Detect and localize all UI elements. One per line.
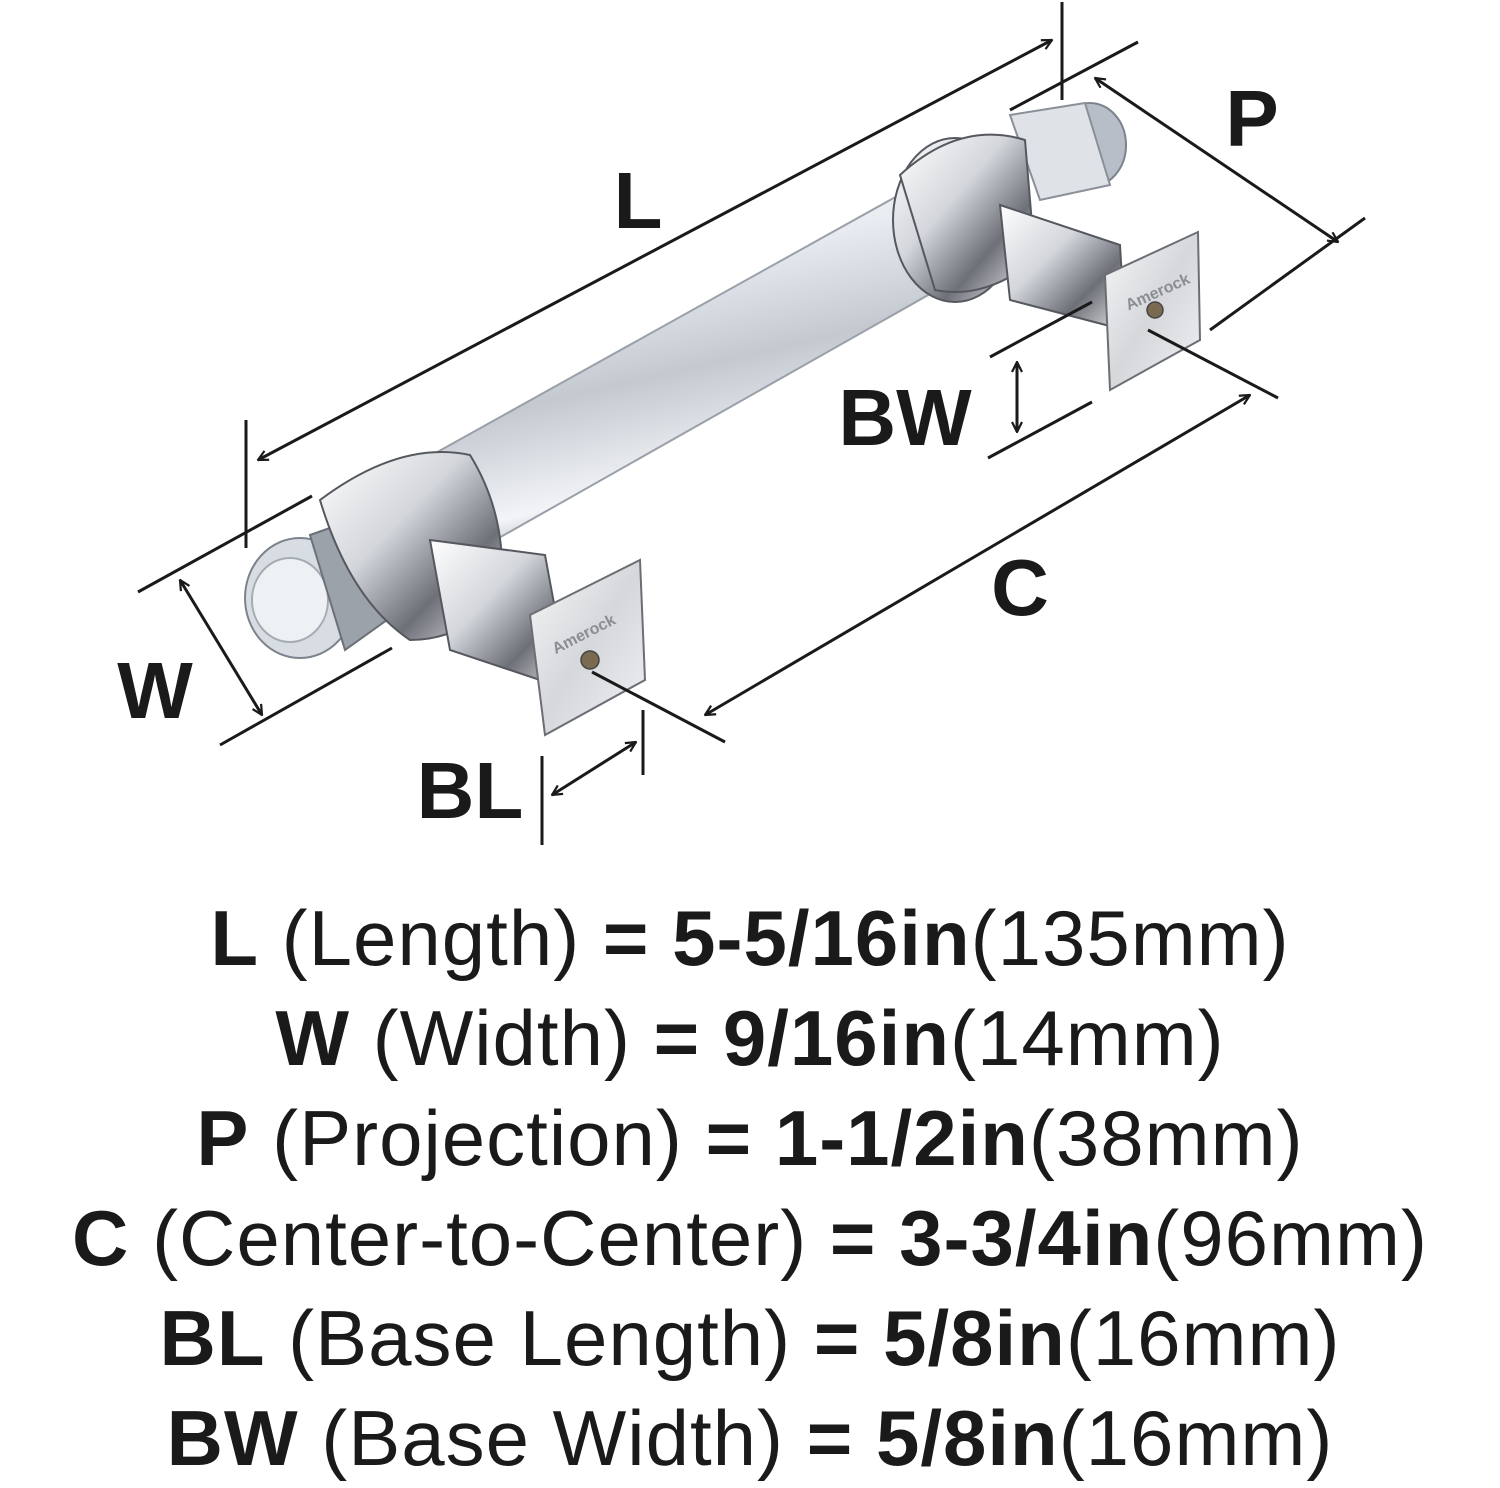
label-BL: BL (417, 746, 524, 835)
spec-imperial: 3-3/4in (899, 1194, 1154, 1282)
spec-width: W (Width) = 9/16in(14mm) (0, 988, 1500, 1088)
spec-imperial: 9/16in (722, 994, 950, 1082)
near-base-plate (528, 558, 647, 737)
spec-metric: (135mm) (970, 894, 1290, 982)
spec-equals: = (829, 1194, 877, 1282)
label-C: C (991, 543, 1049, 632)
spec-metric: (38mm) (1028, 1094, 1304, 1182)
spec-center-to-center: C (Center-to-Center) = 3-3/4in(96mm) (0, 1188, 1500, 1288)
label-W: W (117, 646, 193, 735)
spec-description: (Base Width) (321, 1394, 785, 1482)
spec-imperial: 5/8in (875, 1394, 1059, 1482)
spec-description: (Center-to-Center) (152, 1194, 808, 1282)
spec-metric: (14mm) (950, 994, 1225, 1082)
spec-base-length: BL (Base Length) = 5/8in(16mm) (0, 1288, 1500, 1388)
near-screw-hole (580, 650, 600, 670)
label-BW: BW (838, 373, 972, 462)
cabinet-pull-image: Amerock Amerock (244, 101, 1202, 737)
spec-code: C (72, 1194, 130, 1282)
spec-code: P (196, 1094, 250, 1182)
length-dimension-line (258, 38, 1052, 462)
dimension-diagram: Amerock Amerock (117, 2, 1366, 845)
base-length-dimension-line (552, 742, 636, 795)
spec-metric: (96mm) (1153, 1194, 1428, 1282)
width-dimension-line (178, 580, 264, 715)
spec-metric: (16mm) (1058, 1394, 1334, 1482)
spec-description: (Base Length) (288, 1294, 792, 1382)
spec-code: L (210, 894, 259, 982)
dimension-lines (137, 2, 1366, 845)
spec-imperial: 1-1/2in (774, 1094, 1029, 1182)
spec-base-width: BW (Base Width) = 5/8in(16mm) (0, 1388, 1500, 1488)
spec-description: (Width) (372, 994, 631, 1082)
spec-code: BL (159, 1294, 266, 1382)
spec-imperial: 5-5/16in (672, 894, 971, 982)
spec-equals: = (705, 1094, 753, 1182)
spec-metric: (16mm) (1065, 1294, 1341, 1382)
spec-projection: P (Projection) = 1-1/2in(38mm) (0, 1088, 1500, 1188)
spec-code: W (275, 994, 350, 1082)
projection-dimension-line (1095, 78, 1338, 242)
label-L: L (614, 156, 663, 245)
center-dimension-line (705, 393, 1250, 717)
specifications-list: L (Length) = 5-5/16in(135mm) W (Width) =… (0, 888, 1500, 1488)
spec-length: L (Length) = 5-5/16in(135mm) (0, 888, 1500, 988)
spec-equals: = (653, 994, 701, 1082)
spec-equals: = (602, 894, 650, 982)
spec-description: (Projection) (272, 1094, 683, 1182)
label-P: P (1225, 74, 1278, 163)
far-screw-hole (1146, 301, 1164, 319)
spec-imperial: 5/8in (883, 1294, 1066, 1382)
spec-code: BW (166, 1394, 299, 1482)
spec-equals: = (813, 1294, 861, 1382)
spec-description: (Length) (281, 894, 581, 982)
spec-equals: = (806, 1394, 854, 1482)
